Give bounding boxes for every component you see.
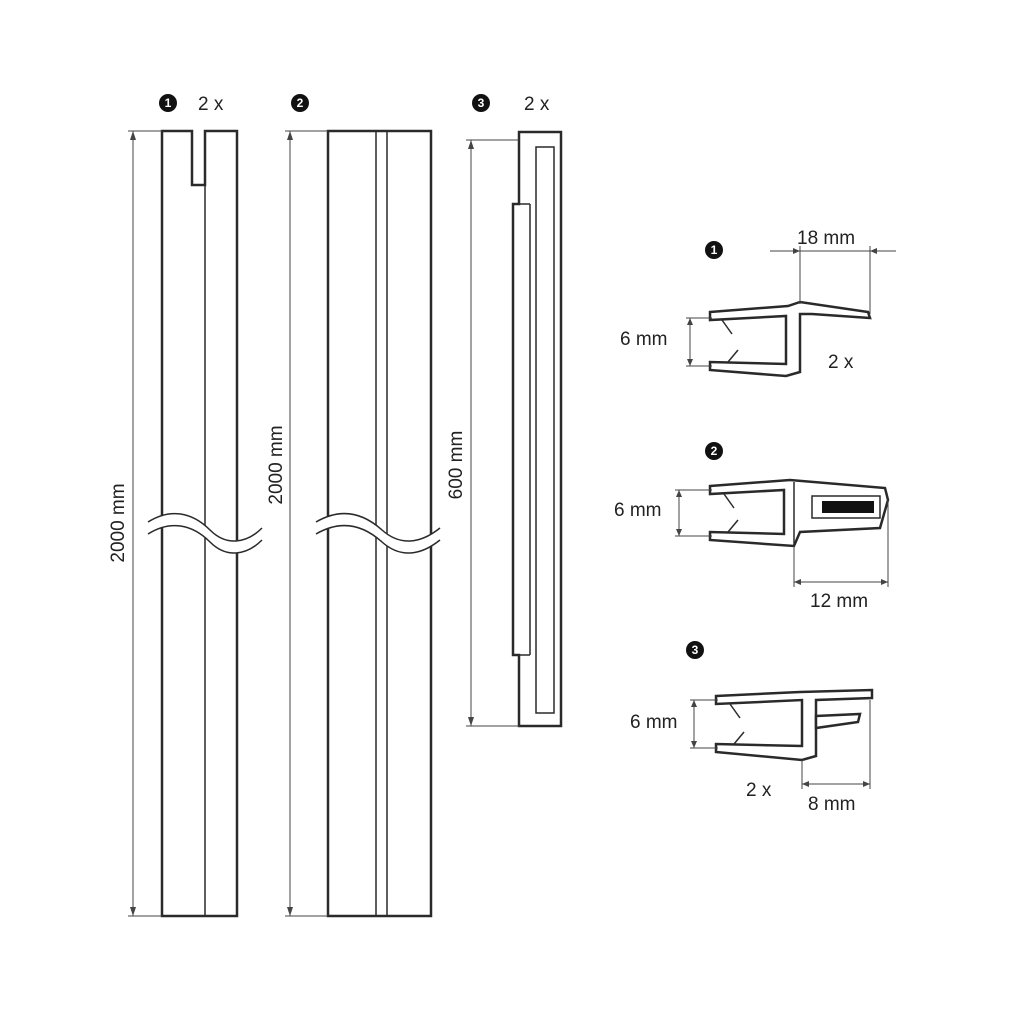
profile-1: 1 6 mm 18 mm 2 x bbox=[620, 228, 896, 378]
strip-1-quantity: 2 x bbox=[198, 94, 224, 115]
profile-3-fin-arrow-right bbox=[863, 781, 870, 787]
profile-1-number: 1 bbox=[711, 243, 718, 257]
profile-3-fin-width: 8 mm bbox=[808, 794, 856, 815]
strip-3-length: 600 mm bbox=[446, 431, 467, 500]
strip-1-break bbox=[148, 513, 262, 554]
profile-2-badge bbox=[705, 442, 723, 460]
profile-1-quantity: 2 x bbox=[828, 352, 854, 373]
profile-3-number: 3 bbox=[692, 643, 699, 657]
strip-2-break-line-bottom bbox=[315, 524, 441, 554]
profile-3-thickness-arrow-bottom bbox=[691, 741, 697, 748]
strip-3-quantity: 2 x bbox=[524, 94, 550, 115]
profile-3-fin bbox=[814, 712, 862, 730]
strip-1-badge bbox=[159, 94, 177, 112]
strip-3: 3 2 x 600 mm bbox=[446, 94, 563, 728]
profile-3-shape bbox=[714, 688, 874, 762]
profile-3-thickness-arrow-top bbox=[691, 700, 697, 707]
profile-2-lip-top bbox=[723, 493, 735, 509]
strip-2-break-line-top bbox=[315, 512, 441, 542]
strip-1-dim-arrow-bottom bbox=[130, 907, 136, 916]
profile-1-glass-thickness: 6 mm bbox=[620, 329, 668, 350]
profile-1-badge bbox=[705, 241, 723, 259]
strip-3-dim-arrow-top bbox=[468, 140, 474, 149]
profile-3-badge bbox=[686, 641, 704, 659]
profile-2-lip-bottom bbox=[727, 519, 739, 533]
profile-3: 3 6 mm 8 mm 2 x bbox=[630, 641, 874, 815]
strip-3-number: 3 bbox=[478, 96, 485, 110]
strip-2-length: 2000 mm bbox=[266, 425, 287, 504]
strip-2-badge bbox=[291, 94, 309, 112]
strip-2-dim-arrow-top bbox=[287, 131, 293, 140]
profile-3-fin-arrow-left bbox=[802, 781, 809, 787]
strip-2-dim-arrow-bottom bbox=[287, 907, 293, 916]
profile-1-thickness-arrow-top bbox=[687, 318, 693, 325]
strip-1-number: 1 bbox=[165, 96, 172, 110]
profile-3-lip-bottom bbox=[733, 731, 745, 745]
profile-1-fin-arrow-left bbox=[793, 248, 800, 254]
profile-1-lip-bottom bbox=[727, 349, 739, 363]
profile-2-glass-thickness: 6 mm bbox=[614, 500, 662, 521]
profile-2: 2 6 mm 12 mm bbox=[614, 442, 890, 612]
strip-3-badge bbox=[472, 94, 490, 112]
profile-1-lip-top bbox=[721, 319, 733, 335]
profile-2-fin-arrow-right bbox=[881, 579, 888, 585]
strip-2: 2 2000 mm bbox=[266, 94, 441, 918]
profile-1-fin-width: 18 mm bbox=[797, 228, 855, 249]
profile-2-fin-arrow-left bbox=[794, 579, 801, 585]
profile-2-thickness-arrow-top bbox=[676, 490, 682, 497]
strip-2-break bbox=[316, 513, 440, 554]
strip-2-number: 2 bbox=[297, 96, 304, 110]
profile-2-number: 2 bbox=[711, 444, 718, 458]
profile-2-magnet-housing bbox=[811, 495, 881, 519]
strip-3-dim-arrow-bottom bbox=[468, 717, 474, 726]
strip-3-inner-channel bbox=[535, 146, 555, 714]
strip-1-dim-arrow-top bbox=[130, 131, 136, 140]
strip-1-break-line-top bbox=[147, 512, 263, 542]
strip-1-length: 2000 mm bbox=[108, 483, 129, 562]
strip-1-break-line-bottom bbox=[147, 524, 263, 554]
profile-1-fin-arrow-right bbox=[870, 248, 877, 254]
profile-3-quantity: 2 x bbox=[746, 780, 772, 801]
strip-1: 1 2 x 2000 mm bbox=[108, 94, 263, 918]
profile-1-shape bbox=[708, 300, 872, 378]
profile-2-thickness-arrow-bottom bbox=[676, 529, 682, 536]
profile-2-fin-width: 12 mm bbox=[810, 591, 868, 612]
profile-3-glass-thickness: 6 mm bbox=[630, 712, 678, 733]
profile-1-thickness-arrow-bottom bbox=[687, 359, 693, 366]
profile-2-magnet bbox=[822, 501, 874, 513]
profile-3-lip-top bbox=[729, 703, 741, 719]
